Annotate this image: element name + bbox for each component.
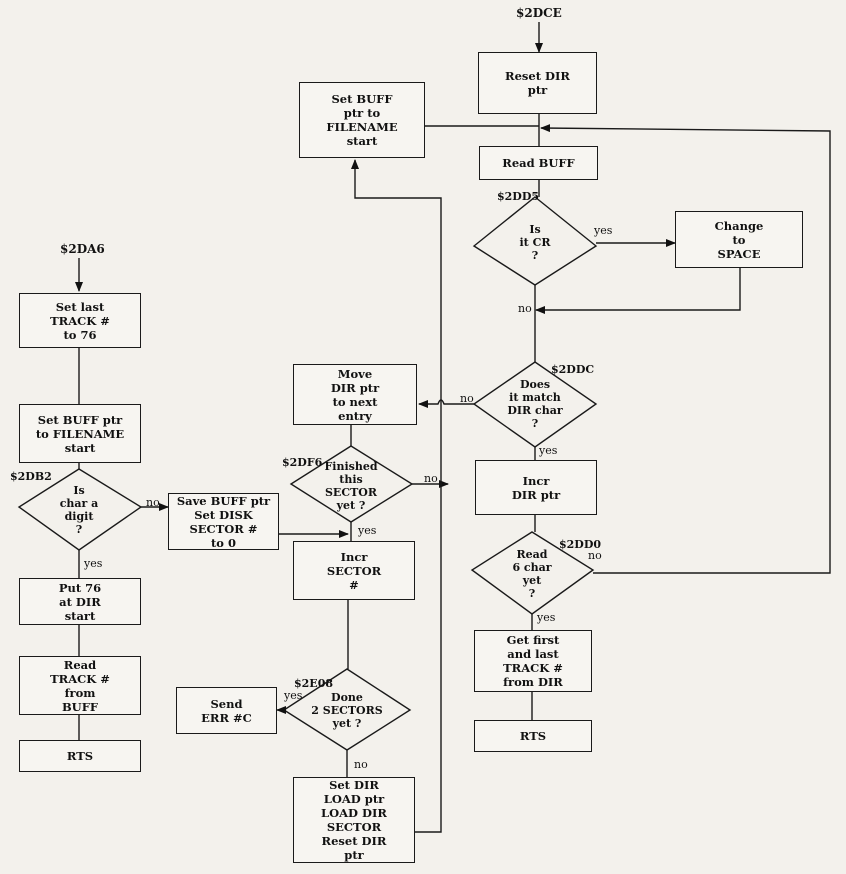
branch-label-digit-yes: yes [84,557,103,570]
branch-label-cr-yes: yes [594,224,613,237]
branch-label-finished-yes: yes [358,524,377,537]
branch-label-read6-yes: yes [537,611,556,624]
set-buff-ptr-filename-box-left: Set BUFF ptr to FILENAME start [19,404,141,463]
change-to-space-box: Change to SPACE [675,211,803,268]
decision-is-digit: Is char a digit ? [59,484,99,536]
incr-sector-box: Incr SECTOR # [293,541,415,600]
entry-label-2db2: $2DB2 [10,470,52,483]
get-first-last-track-box: Get first and last TRACK # from DIR [474,630,592,692]
entry-label-2dd5: $2DD5 [497,190,540,203]
entry-label-2e08: $2E08 [294,677,333,690]
entry-label-2dd0: $2DD0 [559,538,602,551]
branch-label-match-yes: yes [539,444,558,457]
entry-label-2da6: $2DA6 [60,242,105,256]
send-err-box: Send ERR #C [176,687,277,734]
set-last-track-box: Set last TRACK # to 76 [19,293,141,348]
branch-label-done-yes: yes [284,689,303,702]
rts-box-right: RTS [474,720,592,752]
rts-box-left: RTS [19,740,141,772]
set-dir-load-ptr-box: Set DIR LOAD ptr LOAD DIR SECTOR Reset D… [293,777,415,863]
branch-label-match-no: no [460,392,474,405]
entry-label-2dce: $2DCE [516,6,562,20]
entry-label-2ddc: $2DDC [551,363,595,376]
decision-match-dir-char: Does it match DIR char ? [507,378,563,430]
save-buff-ptr-box: Save BUFF ptr Set DISK SECTOR # to 0 [168,493,279,550]
entry-label-2df6: $2DF6 [282,456,323,469]
set-buff-ptr-filename-box-top: Set BUFF ptr to FILENAME start [299,82,425,158]
branch-label-cr-no: no [518,302,532,315]
branch-label-read6-no: no [588,549,602,562]
move-dir-ptr-box: Move DIR ptr to next entry [293,364,417,425]
decision-read-6-char: Read 6 char yet ? [512,548,552,600]
branch-label-digit-no: no [146,496,160,509]
branch-label-finished-no: no [424,472,438,485]
decision-done-2-sectors: Done 2 SECTORS yet ? [311,690,383,730]
decision-finished-sector: Finished this SECTOR yet ? [324,460,378,512]
reset-dir-ptr-box: Reset DIR ptr [478,52,597,114]
decision-is-cr: Is it CR ? [519,222,551,262]
read-track-box: Read TRACK # from BUFF [19,656,141,715]
incr-dir-ptr-box: Incr DIR ptr [475,460,597,515]
put-76-box: Put 76 at DIR start [19,578,141,625]
branch-label-done-no: no [354,758,368,771]
read-buff-box: Read BUFF [479,146,598,180]
